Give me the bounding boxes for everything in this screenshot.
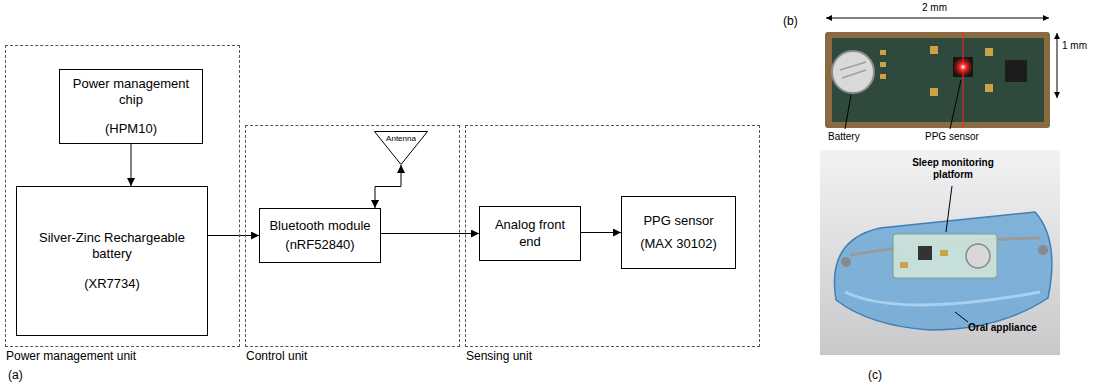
pad [880,62,886,67]
pad [900,262,908,268]
figure-label: Battery [828,131,860,143]
figure-label: Sleep monitoring platform [897,157,1009,181]
flow-arrow [375,165,401,208]
pad [880,50,886,55]
flow-arrow [208,235,259,236]
figure-label: (c) [868,368,882,382]
box-text: (XR7734) [84,276,140,292]
flow-arrow [131,144,132,186]
flow-arrow [581,232,621,233]
unit-caption: Sensing unit [466,349,759,363]
unit-caption: Control unit [246,349,459,363]
appliance-photo [820,150,1060,355]
figure-label: (b) [783,14,798,28]
unit-group: Control unitBluetooth module(nRF52840)An… [245,125,460,347]
unit-group: Sensing unitAnalog front endPPG sensor(M… [465,125,760,347]
pad [930,46,938,54]
leader-line [946,186,952,232]
chip [918,246,932,260]
photo-background [820,150,1060,355]
process-box: PPG sensor (MAX 30102) [621,196,736,269]
dimension-line [1057,33,1058,98]
unit-group: Power management unitPower management ch… [5,45,240,347]
leader-line [950,80,961,129]
dimension-line [826,18,1049,19]
figure-label: Oral appliance [968,322,1037,334]
laser-line [963,32,964,128]
pcb-board [832,38,1044,122]
figure-label: 1 mm [1062,40,1087,52]
figure-label: 2 mm [922,2,947,14]
pad [930,88,938,96]
box-text: (HPM10) [105,121,157,137]
pad [985,48,993,56]
process-box: Analog front end [479,206,581,261]
box-text: (nRF52840) [285,237,354,253]
figure-label: PPG sensor [925,131,979,143]
box-text: (MAX 30102) [640,236,717,252]
pad [985,84,993,92]
figure-label: (a) [8,368,23,382]
battery-marking [840,62,866,78]
pad [880,74,886,79]
unit-caption: Power management unit [6,349,239,363]
coin-battery [832,51,874,93]
box-text: Power management chip [66,76,196,109]
process-box: Bluetooth module (nRF52840) [259,208,381,263]
antenna-label: Antenna [374,135,428,143]
appliance-edge [845,292,1040,305]
leader-line [955,312,968,322]
box-text: PPG sensor [643,213,713,229]
leader-line [845,95,851,129]
process-box: Power management chip (HPM10) [59,69,203,144]
process-box: Silver-Zinc Rechargeable battery (XR7734) [16,186,208,336]
screw [841,257,851,267]
coin-battery [966,244,990,268]
sleep-platform [893,234,997,278]
box-text: Analog front end [486,217,574,250]
pad [940,250,948,256]
box-text: Silver-Zinc Rechargeable battery [23,230,201,263]
ppg-chip [953,57,973,77]
chip [1005,60,1027,82]
photo-frame [825,32,1050,128]
oral-appliance [834,212,1051,330]
antenna-shape [375,132,428,165]
antenna-triangle: Antenna [374,131,428,165]
pcb-photo [825,18,1057,129]
box-text: Bluetooth module [269,218,370,234]
screw [1038,245,1048,255]
red-led [953,57,973,77]
